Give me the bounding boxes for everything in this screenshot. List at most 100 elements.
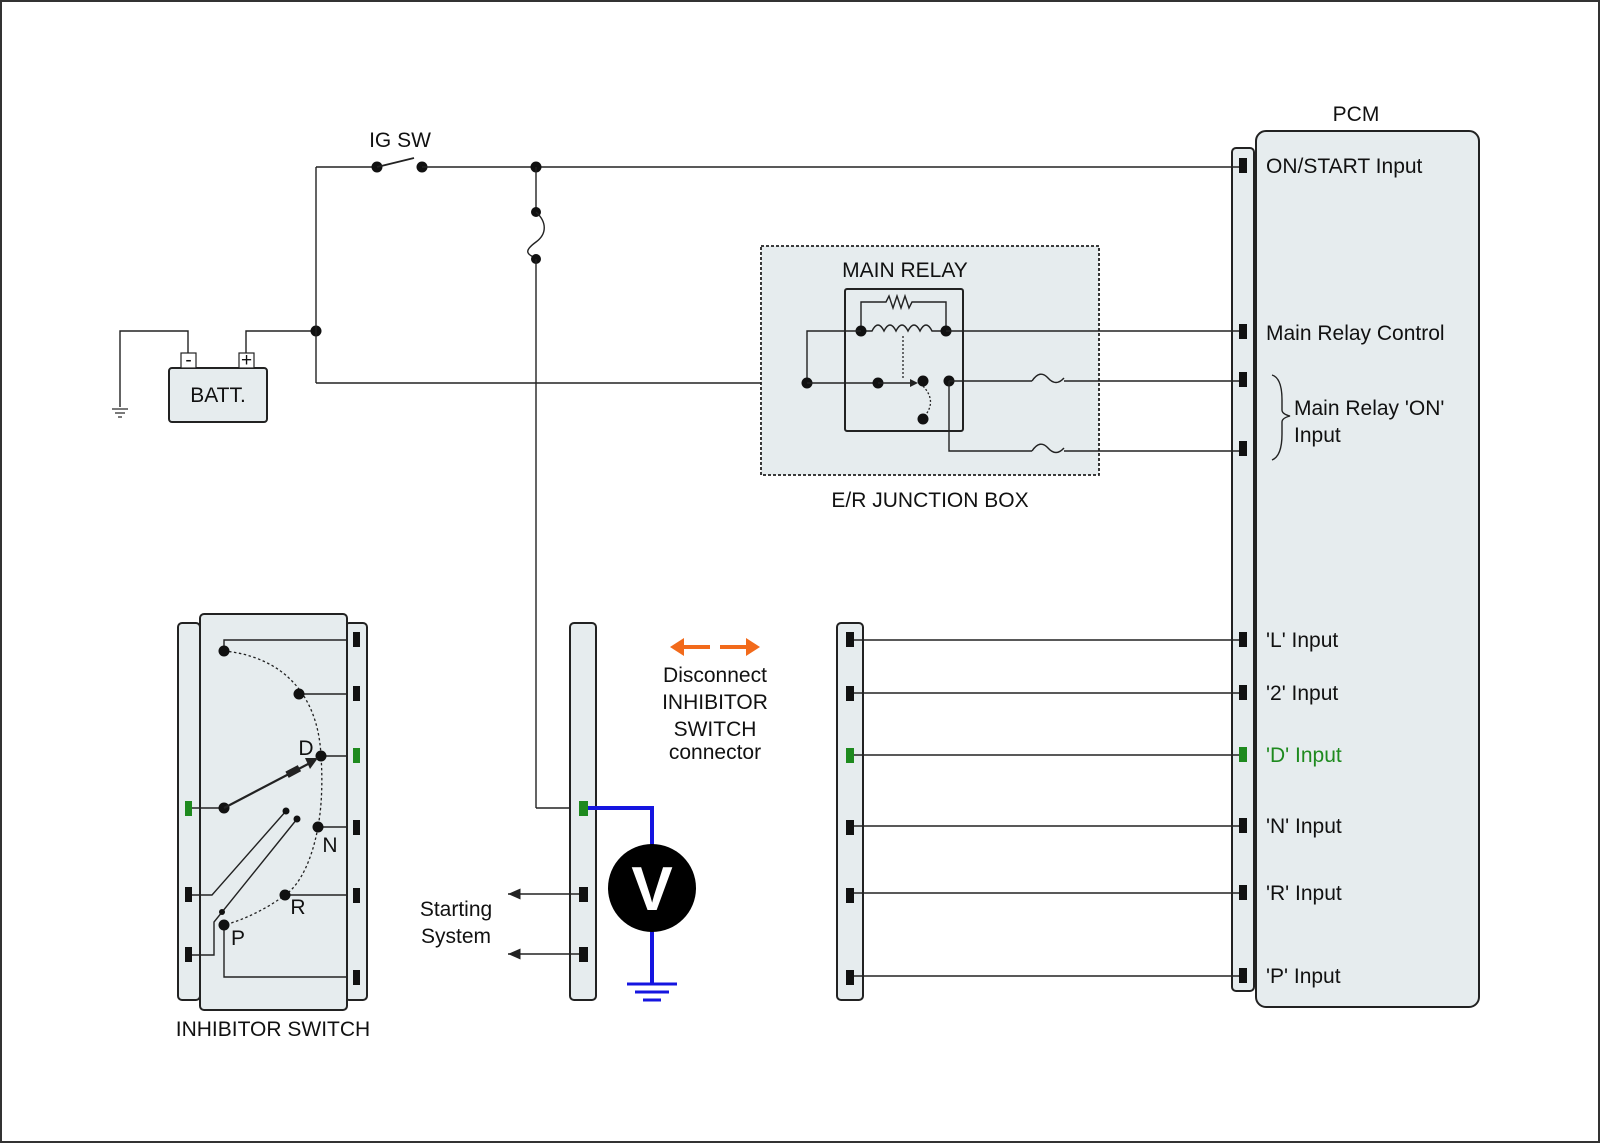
- inhibitor-switch: INHIBITOR SWITCH: [176, 613, 370, 1041]
- inhibitor-contact-d: [315, 750, 327, 762]
- relay-coil-supply-wire: [806, 330, 861, 383]
- inhibitor-pin-r4: [353, 820, 360, 835]
- inhibitor-pin-r1: [353, 632, 360, 647]
- inhibitor-contact-p: [218, 919, 230, 931]
- battery: [168, 367, 268, 423]
- inhibitor-start-dot-1: [282, 807, 290, 815]
- pcm-connector: [1231, 147, 1255, 992]
- pcm-side-pin-n: [846, 820, 854, 835]
- inhibitor-start-dot-2: [293, 815, 301, 823]
- pcm-pin-main-relay-control: [1239, 324, 1247, 339]
- pcm-pin-main-relay-on-2: [1239, 441, 1247, 456]
- relay-contact-nc: [917, 413, 929, 425]
- disconnect-arrow-left-head: [670, 638, 684, 656]
- pcm-side-pin-r: [846, 888, 854, 903]
- harness-pin-start-2: [579, 947, 588, 962]
- relay-contact-no: [917, 375, 929, 387]
- inhibitor-contact-n: [312, 821, 324, 833]
- disconnect-arrow-right-head: [746, 638, 760, 656]
- inhibitor-start-dot-3: [219, 909, 225, 915]
- voltmeter: V: [588, 806, 696, 1002]
- voltmeter-symbol: V: [631, 855, 672, 924]
- ig-sw-blade: [376, 157, 415, 168]
- relay-contact-arrow: [910, 379, 918, 387]
- main-relay-label: MAIN RELAY: [842, 259, 968, 282]
- battery-negative-sign: -: [185, 350, 191, 371]
- inhibitor-pin-r2: [353, 686, 360, 701]
- pcm-pin-d: [1239, 747, 1247, 762]
- pcm-pin-on-start: [1239, 158, 1247, 173]
- inhibitor-wire-p: [223, 925, 347, 978]
- position-label-n: N: [322, 834, 337, 857]
- relay-output-fuse-2: [1031, 443, 1065, 454]
- inhibitor-switch-label: INHIBITOR SWITCH: [176, 1018, 370, 1041]
- relay-coil: [861, 324, 946, 333]
- pcm-side-connector-body: [836, 622, 864, 1001]
- inhibitor-pin-r6: [353, 970, 360, 985]
- pcm-pin-n: [1239, 818, 1247, 833]
- position-label-d: D: [298, 737, 313, 760]
- harness-pin-start-1: [579, 887, 588, 902]
- starting-system-label-line2: System: [421, 925, 491, 948]
- pcm-side-pin-l: [846, 632, 854, 647]
- inhibitor-harness-connector: Starting System: [420, 622, 597, 1001]
- position-label-p: P: [231, 927, 245, 950]
- inhibitor-pin-r3: [353, 748, 360, 763]
- battery-positive-sign: +: [241, 350, 252, 371]
- inhibitor-switch-arm-handle: [285, 765, 302, 778]
- relay-output-fuse-1: [1031, 373, 1065, 384]
- pcm-label-d: 'D' Input: [1266, 744, 1342, 767]
- junction-box-label: E/R JUNCTION BOX: [831, 489, 1028, 512]
- battery-label: BATT.: [190, 384, 246, 407]
- inhibitor-start-link-2: [192, 818, 298, 956]
- pcm-label-main-relay-on-line1: Main Relay 'ON': [1294, 397, 1444, 420]
- pcm-side-pin-d: [846, 748, 854, 763]
- pcm-pin-p: [1239, 968, 1247, 983]
- pcm-pin-l: [1239, 632, 1247, 647]
- pcm-label-n: 'N' Input: [1266, 815, 1342, 838]
- fuse-symbol: [527, 211, 545, 259]
- voltmeter-body: [608, 844, 696, 932]
- pcm-pin-main-relay-on-1: [1239, 372, 1247, 387]
- er-junction-box: E/R JUNCTION BOX MAIN RELAY: [760, 245, 1239, 512]
- pcm-label-main-relay-on-line2: Input: [1294, 424, 1341, 447]
- disconnect-note-line4: connector: [669, 741, 761, 764]
- harness-pin-feed: [579, 801, 588, 816]
- battery-positive-wire: [245, 330, 316, 353]
- relay-output-wire-2a: [948, 381, 1032, 452]
- inhibitor-pin-l2: [185, 887, 192, 902]
- pcm-side-harness-connector: [836, 622, 1239, 1001]
- starting-system-label-line1: Starting: [420, 898, 492, 921]
- inhibitor-pin-l3: [185, 947, 192, 962]
- inhibitor-contact-l: [218, 645, 230, 657]
- pcm-label-l: 'L' Input: [1266, 629, 1338, 652]
- voltmeter-positive-lead: [588, 806, 654, 846]
- pcm-side-pin-2: [846, 686, 854, 701]
- pcm-label-r: 'R' Input: [1266, 882, 1342, 905]
- inhibitor-contact-2: [293, 688, 305, 700]
- pcm-pin-r: [1239, 885, 1247, 900]
- pcm-label-main-relay-control: Main Relay Control: [1266, 322, 1445, 345]
- inhibitor-start-link-1: [192, 810, 287, 896]
- pcm-label-on-start: ON/START Input: [1266, 155, 1423, 178]
- inhibitor-contact-r: [279, 889, 291, 901]
- relay-coil-resistor: [860, 293, 947, 331]
- main-relay-on-brace: [1271, 374, 1291, 461]
- pcm-pin-2: [1239, 685, 1247, 700]
- inhibitor-pin-r5: [353, 888, 360, 903]
- main-relay-body: [844, 288, 964, 432]
- inhibitor-switch-arm-tip: [305, 758, 318, 769]
- inhibitor-body: [199, 613, 348, 1011]
- pcm-title: PCM: [1333, 103, 1380, 126]
- inhibitor-pin-l1: [185, 801, 192, 816]
- pcm-side-pin-p: [846, 970, 854, 985]
- disconnect-note-line2: INHIBITOR: [662, 691, 768, 714]
- disconnect-note-line1: Disconnect: [663, 664, 767, 687]
- pcm-label-2: '2' Input: [1266, 682, 1338, 705]
- pcm-body: [1255, 130, 1480, 1008]
- disconnect-note: Disconnect INHIBITOR SWITCH connector: [662, 638, 768, 764]
- inhibitor-right-connector: [344, 622, 368, 1001]
- battery-ground-wire: [119, 330, 189, 407]
